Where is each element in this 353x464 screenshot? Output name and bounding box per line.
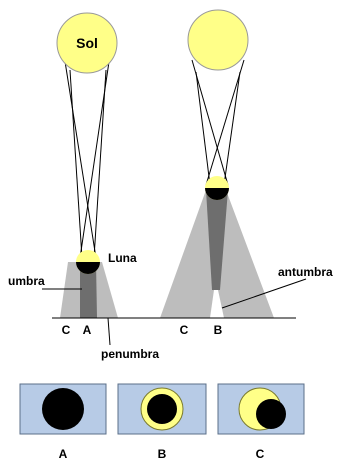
panel-a-total-eclipse <box>20 384 106 434</box>
ground-label-right-c: C <box>180 323 189 337</box>
left-eclipse-scene: Sol Luna umbra C A penumbra <box>8 13 159 361</box>
umbra-label: umbra <box>8 274 45 288</box>
ground-label-left-a: A <box>83 323 92 337</box>
left-sun-rays <box>64 55 110 258</box>
ground-label-left-c: C <box>62 323 71 337</box>
right-eclipse-scene: antumbra C B <box>160 10 333 337</box>
sun-label-left: Sol <box>76 35 98 51</box>
sun-right <box>188 10 248 70</box>
panel-b-annular-eclipse <box>118 384 206 434</box>
penumbra-label: penumbra <box>101 347 159 361</box>
panel-c-label: C <box>256 447 265 461</box>
moon-label: Luna <box>108 251 137 265</box>
right-sun-rays <box>192 60 244 185</box>
panel-a-label: A <box>59 447 68 461</box>
penumbra-pointer <box>108 318 110 345</box>
moon-right <box>205 176 229 200</box>
panel-c-partial-eclipse <box>218 384 304 434</box>
view-panels: A B C <box>20 384 304 461</box>
antumbra-label: antumbra <box>278 265 333 279</box>
moon-left <box>76 250 100 274</box>
ground-label-right-b: B <box>214 323 223 337</box>
panel-b-label: B <box>158 447 167 461</box>
